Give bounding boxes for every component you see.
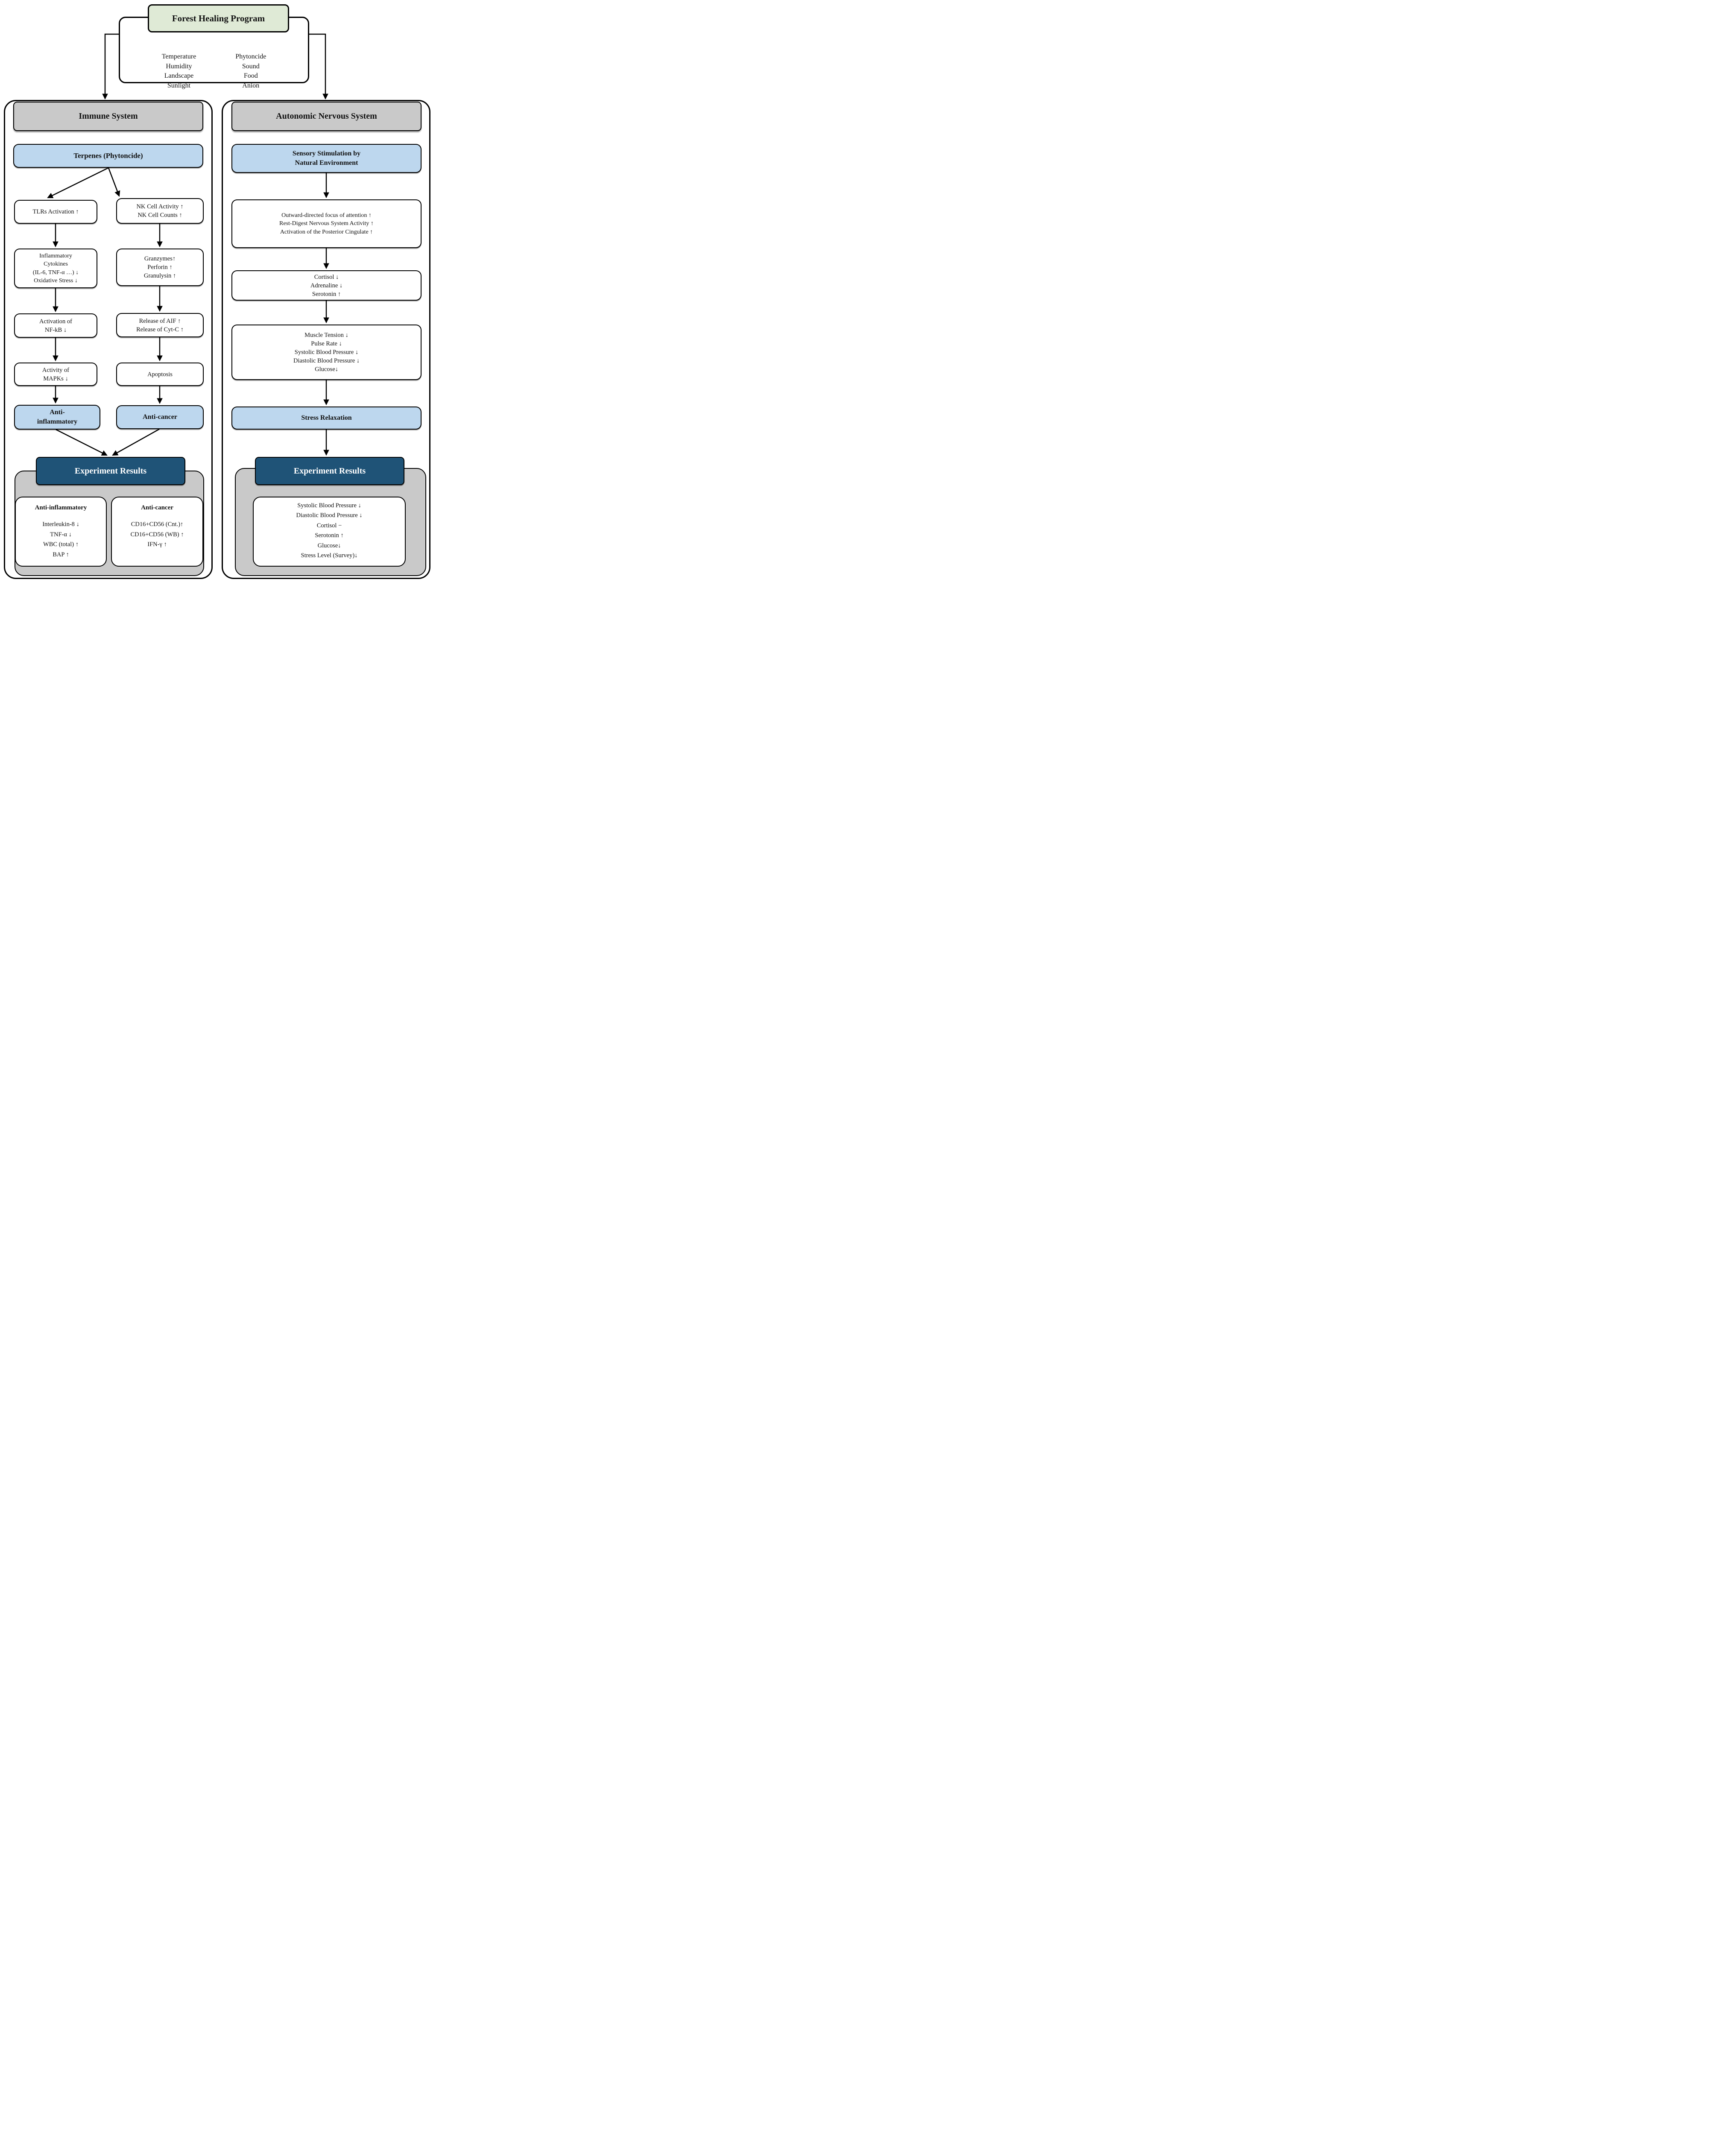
result-line: CD16+CD56 (WB) ↑ — [130, 531, 184, 538]
terpenes-label: Terpenes (Phytoncide) — [73, 152, 143, 160]
autonomic-results-title-box: Experiment Results — [255, 457, 404, 485]
cytokines-line: Oxidative Stress ↓ — [34, 277, 78, 284]
result-line: Stress Level (Survey)↓ — [301, 552, 358, 559]
result-line: WBC (total) ↑ — [43, 541, 79, 548]
result-line: Systolic Blood Pressure ↓ — [297, 502, 361, 509]
result-line: Cortisol − — [316, 522, 342, 529]
factor-item: Temperature — [161, 53, 196, 60]
result-line: Diastolic Blood Pressure ↓ — [296, 512, 363, 519]
cytokines-line: (IL-6, TNF-α …) ↓ — [32, 269, 79, 276]
physiology-line: Glucose↓ — [315, 366, 338, 373]
nk-line: NK Cell Counts ↑ — [138, 212, 182, 219]
attention-line: Activation of the Posterior Cingulate ↑ — [280, 228, 373, 235]
attention-box: Outward-directed focus of attention ↑ Re… — [231, 199, 422, 248]
attention-line: Outward-directed focus of attention ↑ — [281, 212, 372, 219]
attention-line: Rest-Digest Nervous System Activity ↑ — [279, 220, 374, 227]
factor-item: Landscape — [164, 72, 194, 80]
sensory-line: Sensory Stimulation by — [292, 149, 361, 157]
anti-inflammatory-box: Anti- inflammatory — [14, 405, 100, 430]
factor-item: Humidity — [166, 62, 192, 70]
nk-line: NK Cell Activity ↑ — [136, 203, 184, 210]
physiology-line: Muscle Tension ↓ — [304, 332, 348, 339]
hormones-line: Adrenaline ↓ — [310, 282, 343, 289]
anti-cancer-results-title: Anti-cancer — [141, 504, 173, 511]
terpenes-box: Terpenes (Phytoncide) — [13, 144, 203, 168]
program-title: Forest Healing Program — [172, 13, 265, 23]
granzymes-line: Granulysin ↑ — [143, 272, 176, 279]
granzymes-box: Granzymes↑ Perforin ↑ Granulysin ↑ — [116, 249, 204, 286]
result-line: IFN-γ ↑ — [147, 541, 167, 548]
nfkb-line: Activation of — [39, 318, 72, 325]
anti-cancer-line: Anti-cancer — [143, 413, 177, 421]
result-line: CD16+CD56 (Cnt.)↑ — [131, 521, 184, 528]
factors-column-1: Temperature Humidity Landscape Sunlight — [162, 52, 196, 91]
factors-column-2: Phytoncide Sound Food Anion — [235, 52, 266, 91]
anti-cancer-box: Anti-cancer — [116, 405, 204, 429]
autonomic-results-box: Systolic Blood Pressure ↓ Diastolic Bloo… — [253, 497, 406, 567]
result-line: BAP ↑ — [53, 551, 69, 558]
sensory-line: Natural Environment — [295, 159, 358, 167]
nfkb-box: Activation of NF-kB ↓ — [14, 313, 97, 338]
release-box: Release of AIF ↑ Release of Cyt-C ↑ — [116, 313, 204, 337]
anti-inflammatory-results-title: Anti-inflammatory — [35, 504, 87, 511]
mapks-box: Activity of MAPKs ↓ — [14, 363, 97, 386]
anti-inflammatory-results-box: Anti-inflammatory Interleukin-8 ↓ TNF-α … — [15, 497, 107, 567]
result-line: Interleukin-8 ↓ — [42, 521, 79, 528]
tlrs-box: TLRs Activation ↑ — [14, 200, 97, 224]
stress-relaxation-label: Stress Relaxation — [301, 414, 352, 421]
arrow-program-to-autonomic — [309, 33, 328, 100]
release-line: Release of Cyt-C ↑ — [136, 326, 184, 333]
immune-results-title: Experiment Results — [74, 466, 147, 476]
cytokines-line: Inflammatory — [39, 252, 72, 259]
mapks-line: MAPKs ↓ — [43, 375, 68, 382]
granzymes-line: Perforin ↑ — [147, 264, 173, 271]
autonomic-results-title: Experiment Results — [293, 466, 366, 476]
nk-box: NK Cell Activity ↑ NK Cell Counts ↑ — [116, 198, 204, 224]
physiology-line: Pulse Rate ↓ — [311, 340, 342, 347]
program-factors-columns: Temperature Humidity Landscape Sunlight … — [120, 52, 308, 91]
cytokines-line: Cytokines — [44, 261, 68, 268]
apoptosis-box: Apoptosis — [116, 363, 204, 386]
factor-item: Phytoncide — [235, 53, 266, 60]
hormones-line: Cortisol ↓ — [314, 273, 339, 281]
physiology-line: Diastolic Blood Pressure ↓ — [293, 357, 360, 364]
sensory-box: Sensory Stimulation by Natural Environme… — [231, 144, 422, 173]
physiology-line: Systolic Blood Pressure ↓ — [294, 349, 359, 356]
result-line: Serotonin ↑ — [315, 532, 344, 539]
hormones-line: Serotonin ↑ — [312, 290, 341, 298]
cytokines-box: Inflammatory Cytokines (IL-6, TNF-α …) ↓… — [14, 249, 97, 288]
stress-relaxation-box: Stress Relaxation — [231, 407, 422, 430]
nfkb-line: NF-kB ↓ — [44, 326, 67, 333]
immune-results-title-box: Experiment Results — [36, 457, 185, 485]
immune-header: Immune System — [13, 102, 203, 131]
forest-healing-diagram: Temperature Humidity Landscape Sunlight … — [0, 0, 434, 582]
autonomic-header-label: Autonomic Nervous System — [276, 111, 377, 121]
anti-inflammatory-line: inflammatory — [37, 418, 78, 425]
mapks-line: Activity of — [42, 366, 70, 374]
autonomic-header: Autonomic Nervous System — [231, 102, 422, 131]
anti-inflammatory-line: Anti- — [50, 408, 65, 416]
physiology-box: Muscle Tension ↓ Pulse Rate ↓ Systolic B… — [231, 325, 422, 380]
tlrs-line: TLRs Activation ↑ — [32, 208, 79, 215]
factor-item: Sunlight — [167, 82, 191, 90]
factor-item: Food — [243, 72, 258, 80]
hormones-box: Cortisol ↓ Adrenaline ↓ Serotonin ↑ — [231, 270, 422, 301]
granzymes-line: Granzymes↑ — [144, 255, 176, 262]
factor-item: Anion — [242, 82, 260, 90]
release-line: Release of AIF ↑ — [139, 317, 181, 325]
result-line: Glucose↓ — [317, 542, 341, 549]
factor-item: Sound — [242, 62, 260, 70]
program-title-box: Forest Healing Program — [148, 4, 289, 32]
immune-header-label: Immune System — [79, 111, 138, 121]
result-line: TNF-α ↓ — [50, 531, 72, 538]
anti-cancer-results-box: Anti-cancer CD16+CD56 (Cnt.)↑ CD16+CD56 … — [111, 497, 203, 567]
arrow-program-to-immune — [102, 33, 119, 100]
apoptosis-line: Apoptosis — [147, 371, 173, 378]
